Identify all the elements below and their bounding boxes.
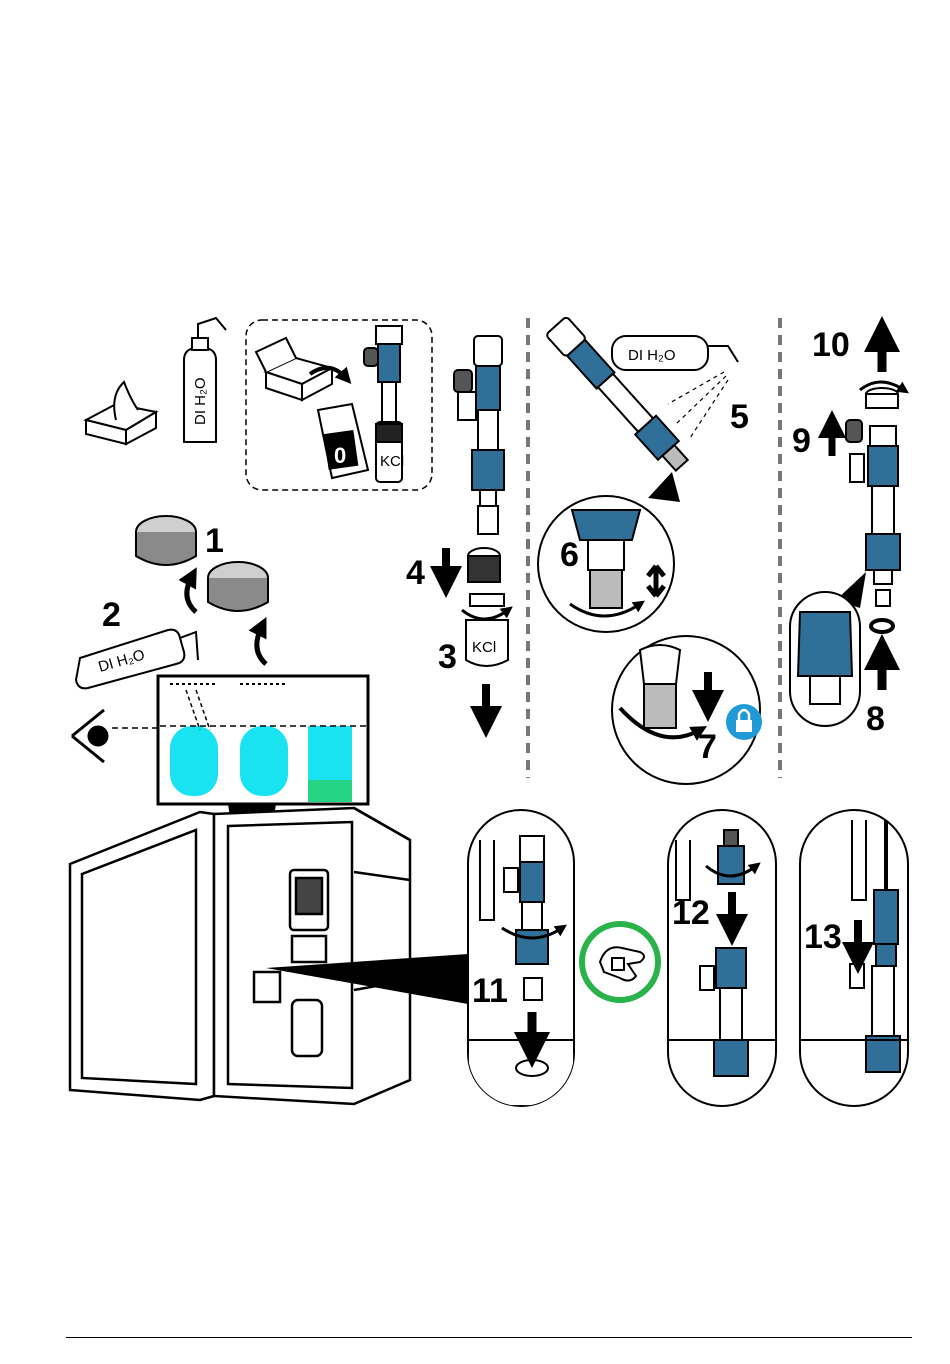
analyzer-enclosure	[70, 808, 410, 1104]
junction-lock-detail	[640, 645, 680, 728]
rotate-icon-3	[462, 610, 508, 619]
lock-icon	[726, 704, 762, 740]
step-8: 8	[866, 700, 885, 738]
electrode-icon-col4	[850, 426, 900, 606]
step-10: 10	[812, 326, 850, 364]
step-2: 2	[102, 596, 121, 634]
step-12: 12	[672, 894, 710, 932]
kcl-label: KCl	[472, 639, 496, 656]
tissue-box-icon	[86, 382, 156, 444]
step-9: 9	[792, 422, 811, 460]
bottle-label-upper: DI H₂O	[192, 378, 209, 426]
arrow-up-icon	[187, 576, 196, 612]
spray-lines	[668, 372, 728, 438]
bottle-label-5: DI H₂O	[628, 347, 676, 364]
electrode-icon-col2	[454, 336, 504, 534]
arrow-up-icon-2	[257, 626, 266, 664]
step-11: 11	[472, 972, 508, 1010]
step-5: 5	[730, 398, 749, 436]
step-7: 7	[698, 728, 717, 766]
step-4: 4	[406, 554, 425, 592]
eye-icon	[72, 710, 107, 762]
step-1: 1	[205, 522, 224, 560]
step-13: 13	[804, 918, 842, 956]
cap-icon	[136, 516, 268, 611]
cap-icon-10	[866, 388, 898, 408]
step-6: 6	[560, 536, 579, 574]
green-band	[308, 780, 352, 802]
sachet-label: 0	[334, 443, 346, 468]
cross-section-panel	[158, 676, 368, 804]
zoom-wedge-6	[648, 472, 680, 502]
kcl-label-kit: KCl	[380, 453, 404, 470]
o-ring-icon	[871, 620, 893, 632]
footer-rule	[66, 1337, 912, 1338]
plug-icon-9	[846, 420, 862, 442]
step-3: 3	[438, 638, 457, 676]
ring-icon	[468, 548, 500, 582]
